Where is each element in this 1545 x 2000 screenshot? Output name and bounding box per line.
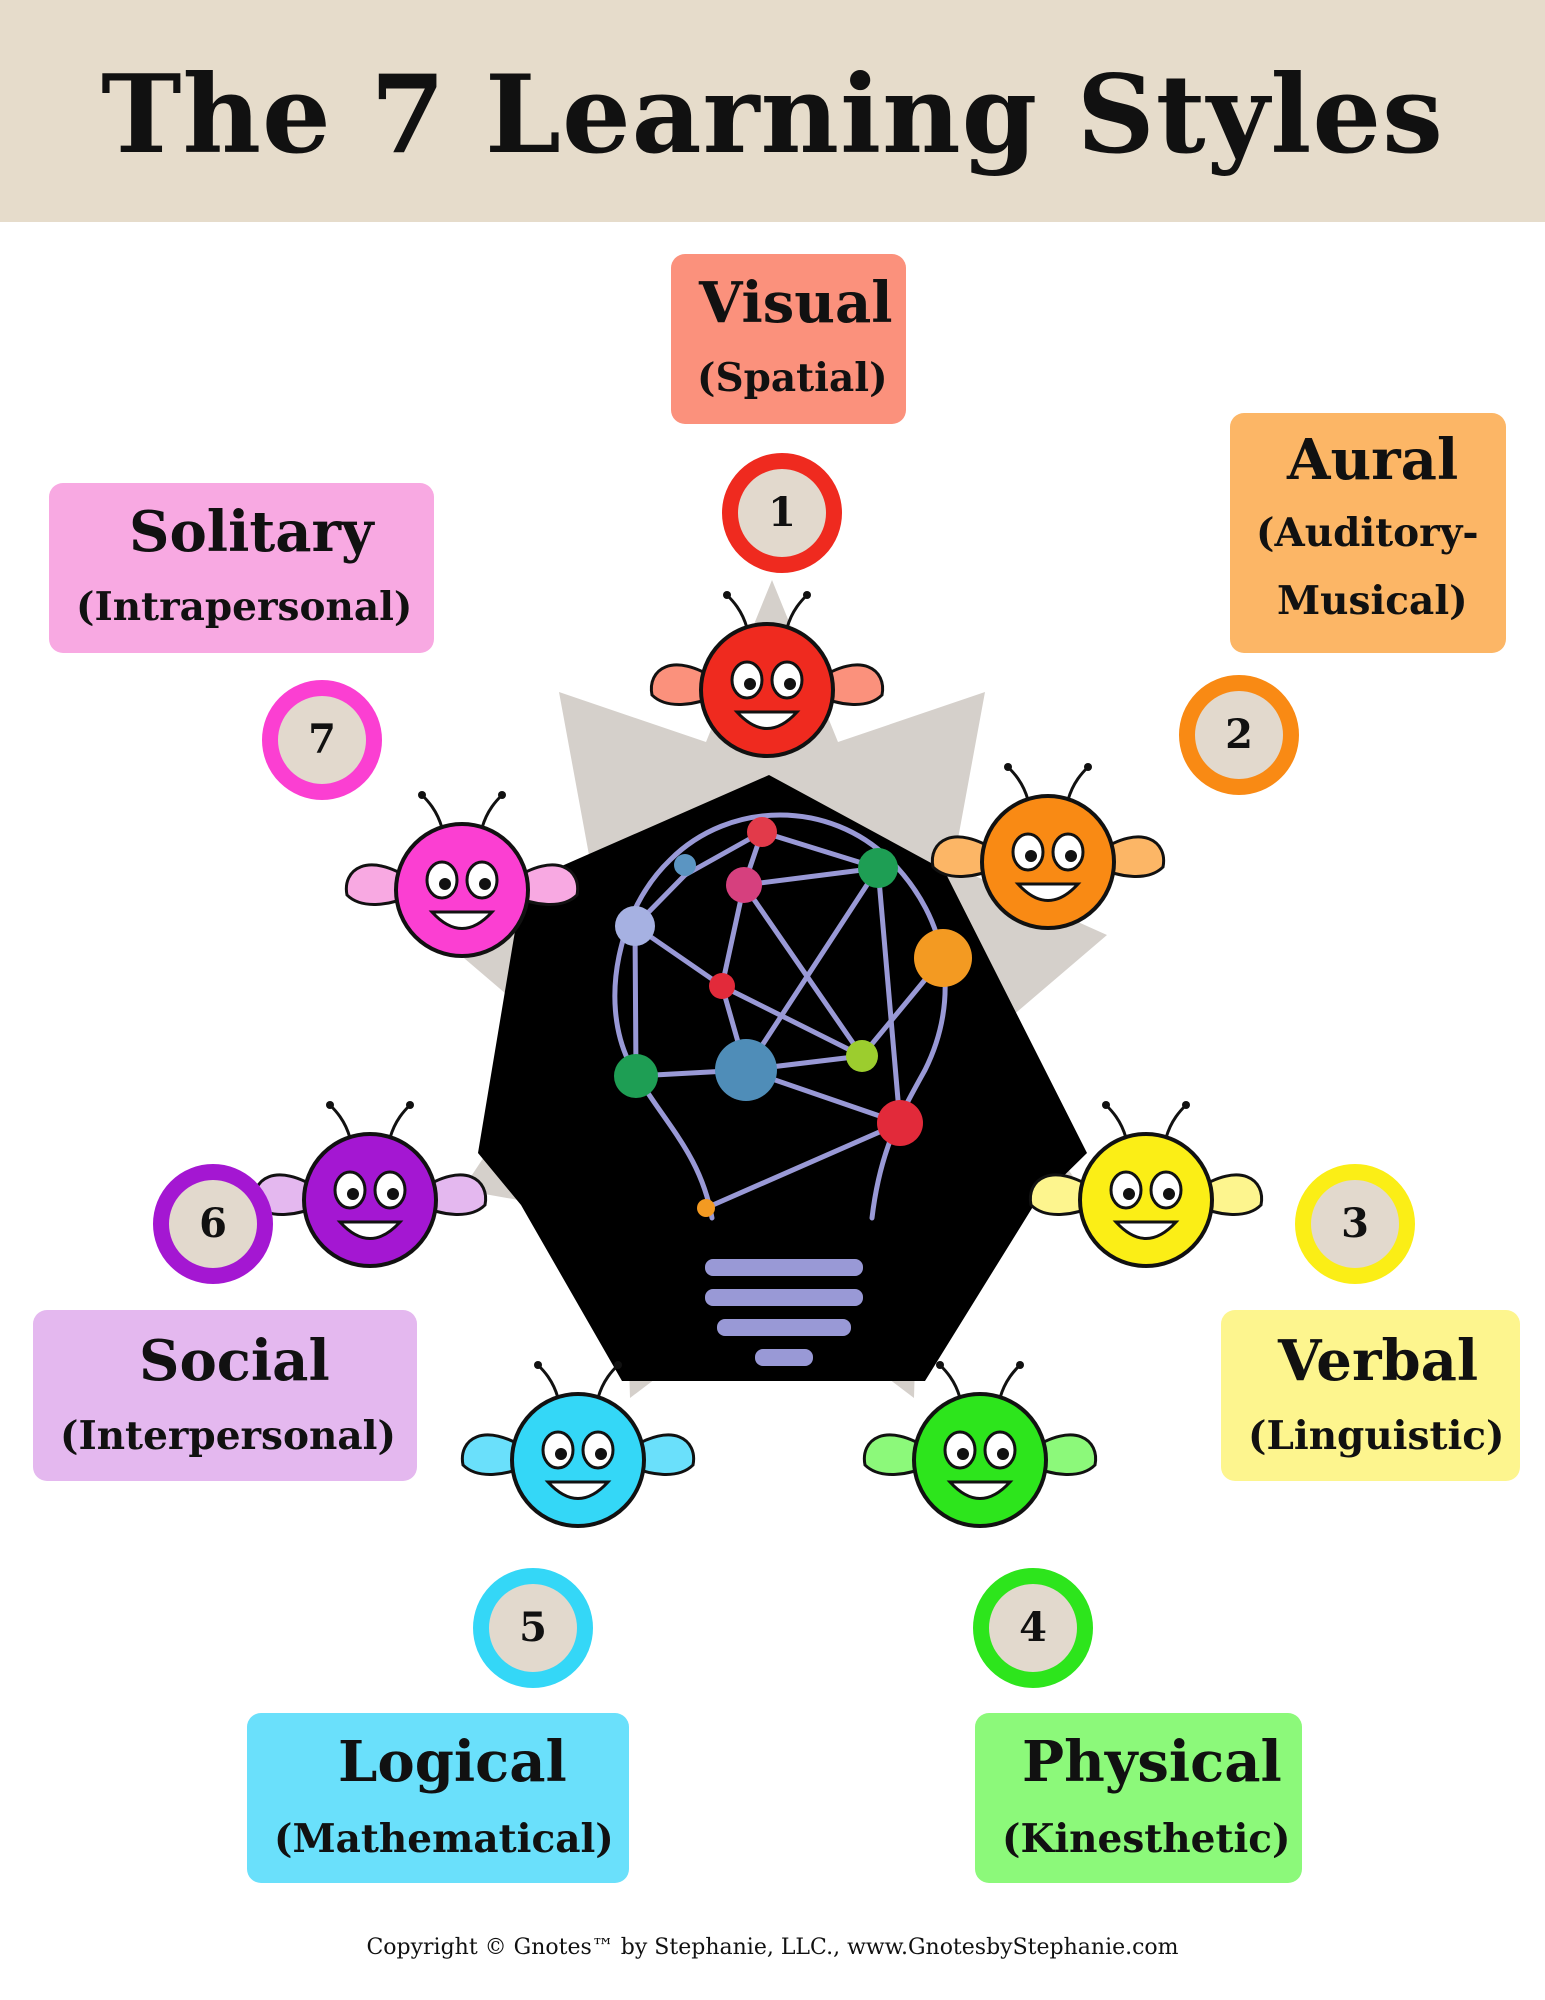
number-ring-3 (1295, 1164, 1415, 1284)
number-ring-7 (262, 680, 382, 800)
monster-mascot-icon (862, 1361, 1098, 1528)
label-visual-sub: (Spatial) (697, 355, 888, 401)
number-ring-6 (153, 1164, 273, 1284)
label-physical: Physical (Kinesthetic) (975, 1713, 1302, 1883)
label-logical-sub: (Mathematical) (274, 1816, 614, 1862)
label-aural-name: Aural (1287, 427, 1459, 493)
monster-mascot-icon (252, 1101, 488, 1268)
monster-mascot-icon (1028, 1101, 1264, 1268)
number-ring-1 (722, 453, 842, 573)
label-social-sub: (Interpersonal) (60, 1413, 396, 1459)
number-7: 7 (308, 716, 336, 763)
number-ring-4 (973, 1568, 1093, 1688)
number-2: 2 (1225, 711, 1253, 758)
number-3: 3 (1341, 1200, 1369, 1247)
label-visual-name: Visual (699, 270, 893, 336)
label-logical-name: Logical (338, 1729, 567, 1795)
number-1: 1 (768, 489, 796, 536)
copyright-notice: Copyright © Gnotes™ by Stephanie, LLC., … (366, 1935, 1179, 1960)
number-ring-2 (1179, 675, 1299, 795)
bulb-base (705, 1259, 863, 1366)
label-verbal-name: Verbal (1278, 1328, 1479, 1394)
number-ring-5 (473, 1568, 593, 1688)
label-verbal-sub: (Linguistic) (1248, 1413, 1505, 1459)
label-aural-sub-2: Musical) (1277, 578, 1468, 624)
monster-mascot-icon (930, 763, 1166, 930)
title-banner (0, 0, 1545, 222)
label-social: Social (Interpersonal) (33, 1310, 417, 1481)
number-5: 5 (519, 1604, 547, 1651)
label-visual: Visual (Spatial) (671, 254, 906, 424)
label-solitary-name: Solitary (129, 499, 374, 565)
page-title: The 7 Learning Styles (101, 52, 1444, 178)
label-physical-name: Physical (1022, 1729, 1282, 1795)
number-4: 4 (1019, 1604, 1047, 1651)
monster-mascot-icon (460, 1361, 696, 1528)
label-solitary-sub: (Intrapersonal) (76, 584, 413, 630)
label-verbal: Verbal (Linguistic) (1221, 1310, 1520, 1481)
label-logical: Logical (Mathematical) (247, 1713, 629, 1883)
label-physical-sub: (Kinesthetic) (1002, 1816, 1291, 1862)
label-solitary: Solitary (Intrapersonal) (49, 483, 434, 653)
label-social-name: Social (139, 1328, 330, 1394)
bulb-nodes (614, 817, 972, 1217)
label-aural-sub-1: (Auditory- (1256, 510, 1479, 556)
monster-mascot-icon (344, 791, 580, 958)
label-aural: Aural (Auditory- Musical) (1230, 413, 1506, 653)
number-6: 6 (199, 1200, 227, 1247)
monster-mascot-icon (649, 591, 885, 758)
